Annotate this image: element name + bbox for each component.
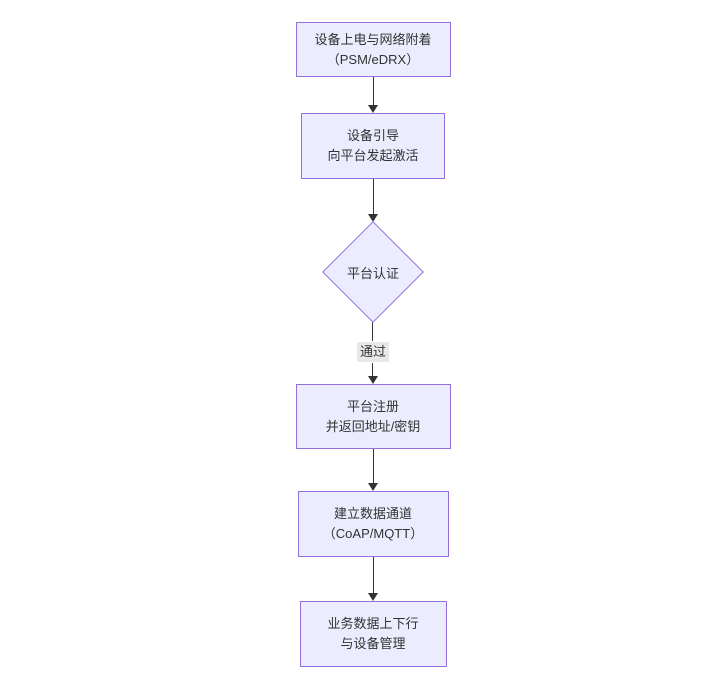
node-bootstrap-line2: 向平台发起激活	[327, 148, 419, 163]
decision-platform-auth-label: 平台认证	[346, 265, 399, 281]
node-business-data-line2: 与设备管理	[340, 636, 406, 651]
connector-auth-to-register: 通过	[356, 322, 389, 384]
node-data-channel-line1: 建立数据通道	[333, 506, 412, 521]
connector-bootstrap-to-auth	[368, 179, 378, 222]
arrow-down-icon	[368, 214, 378, 222]
node-data-channel: 建立数据通道 （CoAP/MQTT）	[297, 491, 449, 557]
arrow-line	[372, 449, 374, 483]
node-data-channel-line2: （CoAP/MQTT）	[322, 526, 424, 541]
node-business-data: 业务数据上下行 与设备管理	[299, 601, 447, 667]
arrow-down-icon	[368, 483, 378, 491]
node-power-attach-line1: 设备上电与网络附着	[314, 31, 432, 47]
arrow-down-icon	[368, 593, 378, 601]
node-power-attach: 设备上电与网络附着 （PSM/eDRX）	[295, 22, 451, 77]
edge-label-pass: 通过	[356, 342, 389, 362]
arrow-down-icon	[368, 105, 378, 113]
connector-channel-to-business	[368, 557, 378, 601]
node-platform-register-line1: 平台注册	[346, 398, 399, 414]
node-platform-register-line2: 并返回地址/密钥	[325, 418, 421, 434]
arrow-line	[372, 322, 374, 341]
arrow-down-icon	[367, 376, 378, 384]
decision-platform-auth: 平台认证	[322, 221, 424, 323]
arrow-line	[372, 179, 374, 214]
node-bootstrap: 设备引导 向平台发起激活	[301, 113, 445, 179]
arrow-line	[372, 363, 374, 376]
node-power-attach-line2: （PSM/eDRX）	[326, 51, 420, 67]
node-bootstrap-line1: 设备引导	[346, 128, 399, 143]
node-platform-register: 平台注册 并返回地址/密钥	[295, 384, 451, 449]
arrow-line	[372, 557, 374, 593]
connector-register-to-channel	[368, 449, 378, 491]
connector-power-to-bootstrap	[368, 77, 378, 113]
flowchart-column: 设备上电与网络附着 （PSM/eDRX） 设备引导 向平台发起激活 平台认证 通…	[10, 0, 726, 667]
arrow-line	[372, 77, 374, 105]
node-business-data-line1: 业务数据上下行	[327, 616, 419, 631]
